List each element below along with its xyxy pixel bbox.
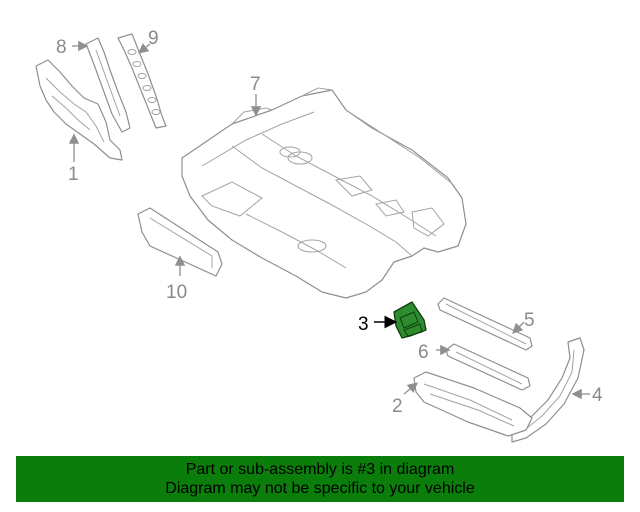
part-7-floor-pan: [181, 87, 467, 299]
part-1-side-panel: [35, 59, 123, 161]
part-5-rail: [437, 297, 533, 351]
banner-line-1: Part or sub-assembly is #3 in diagram: [185, 461, 455, 478]
callout-5: 5: [524, 310, 535, 331]
part-6-strip: [445, 343, 531, 391]
part-10-pad: [137, 207, 223, 277]
parts-diagram: 1 8 9 7 10: [35, 28, 603, 443]
info-banner: Part or sub-assembly is #3 in diagram Di…: [16, 456, 624, 502]
callout-8: 8: [56, 37, 67, 58]
callout-10: 10: [166, 282, 187, 303]
callout-9: 9: [148, 28, 159, 49]
callout-3: 3: [358, 314, 369, 335]
callout-4: 4: [592, 385, 603, 406]
callout-7: 7: [250, 74, 261, 95]
callout-1: 1: [68, 164, 79, 185]
part-3-bracket-highlighted: [393, 301, 427, 339]
part-2-lower-sill: [413, 371, 533, 437]
banner-line-2: Diagram may not be specific to your vehi…: [165, 480, 475, 497]
part-8-pillar: [85, 37, 131, 133]
callout-6: 6: [418, 342, 429, 363]
callout-2: 2: [392, 396, 403, 417]
part-9-reinforcement: [117, 33, 167, 129]
